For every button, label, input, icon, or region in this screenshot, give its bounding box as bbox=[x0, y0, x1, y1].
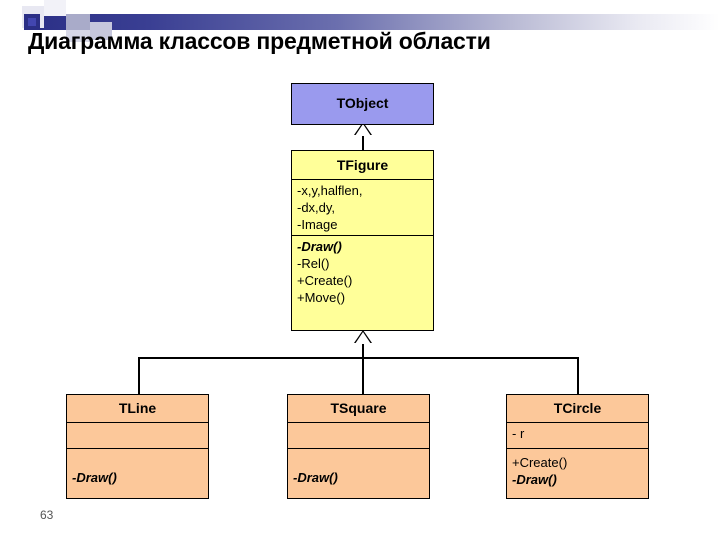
connector-bus-to-tline bbox=[138, 357, 140, 395]
attributes-compartment-tline bbox=[67, 422, 208, 448]
header-decor-square-2 bbox=[44, 0, 66, 16]
class-name-tfigure: TFigure bbox=[336, 157, 389, 173]
class-name-tline: TLine bbox=[118, 400, 157, 416]
method-item: -Draw() bbox=[297, 239, 342, 254]
connector-bus-horizontal bbox=[138, 357, 578, 359]
attribute-item: - r bbox=[512, 426, 525, 441]
methods-compartment-tline: -Draw() bbox=[67, 448, 208, 488]
method-item: -Draw() bbox=[512, 472, 557, 487]
class-box-tcircle[interactable]: TCircle - r +Create() -Draw() bbox=[506, 394, 649, 499]
method-item: +Create() bbox=[297, 273, 353, 288]
header-decor-square-inner bbox=[28, 18, 36, 26]
method-item: -Rel() bbox=[297, 256, 330, 271]
generalization-arrow-tfigure bbox=[355, 331, 371, 344]
method-item: +Move() bbox=[297, 290, 346, 305]
attribute-item: -Image bbox=[297, 217, 338, 232]
generalization-arrow-tobject bbox=[355, 123, 371, 136]
class-box-tobject[interactable]: TObject bbox=[291, 83, 434, 125]
page-number: 63 bbox=[40, 508, 54, 522]
class-name-tsquare: TSquare bbox=[330, 400, 387, 416]
attributes-compartment-tsquare bbox=[288, 422, 429, 448]
class-name-tcircle: TCircle bbox=[553, 400, 602, 416]
attribute-item: -dx,dy, bbox=[297, 200, 336, 215]
method-item: -Draw() bbox=[72, 470, 117, 485]
method-item: +Create() bbox=[512, 455, 568, 470]
class-name-tobject: TObject bbox=[336, 95, 389, 111]
methods-compartment-tfigure: -Draw() -Rel() +Create() +Move() bbox=[292, 235, 433, 308]
method-item: -Draw() bbox=[293, 470, 338, 485]
methods-compartment-tcircle: +Create() -Draw() bbox=[507, 448, 648, 490]
class-box-tsquare[interactable]: TSquare -Draw() bbox=[287, 394, 430, 499]
attribute-item: -x,y,halflen, bbox=[297, 183, 363, 198]
header-decor-square-4 bbox=[90, 22, 112, 40]
header-gradient-bar bbox=[24, 14, 720, 30]
connector-bus-to-tcircle bbox=[577, 357, 579, 395]
methods-compartment-tsquare: -Draw() bbox=[288, 448, 429, 488]
page-title: Диаграмма классов предметной области bbox=[28, 28, 491, 54]
header-decor-square-3 bbox=[66, 14, 90, 30]
connector-bus-stem bbox=[362, 343, 364, 395]
attributes-compartment-tcircle: - r bbox=[507, 422, 648, 448]
attributes-compartment-tfigure: -x,y,halflen, -dx,dy, -Image bbox=[292, 179, 433, 235]
connector-tfigure-to-tobject bbox=[362, 125, 364, 150]
class-box-tfigure[interactable]: TFigure -x,y,halflen, -dx,dy, -Image -Dr… bbox=[291, 150, 434, 331]
header-decor-square-5 bbox=[66, 30, 90, 42]
slide-header bbox=[0, 0, 720, 62]
class-box-tline[interactable]: TLine -Draw() bbox=[66, 394, 209, 499]
